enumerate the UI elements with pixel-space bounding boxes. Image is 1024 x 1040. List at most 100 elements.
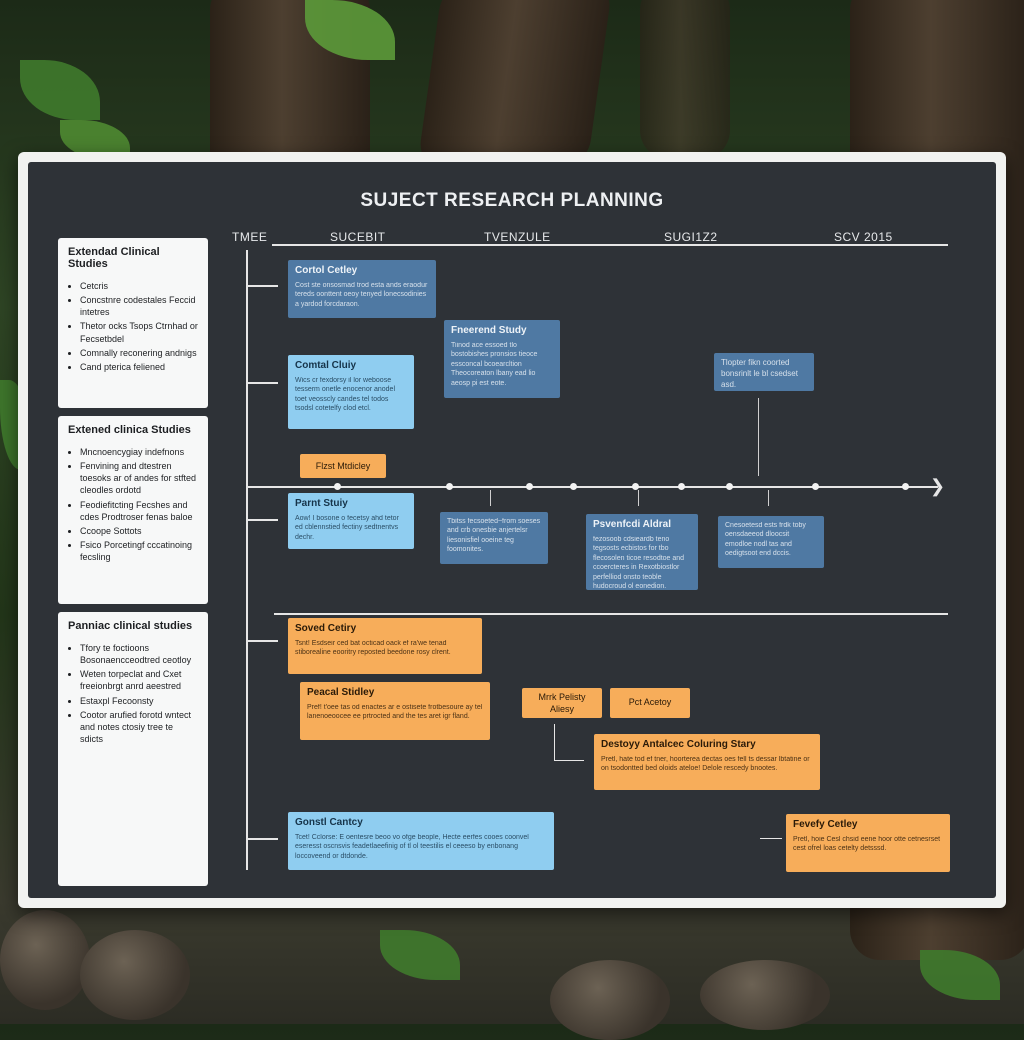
sidebar-item: Estaxpl Fecoonsty xyxy=(80,695,198,707)
card-fneerend-study: Fneerend Study Tiinod ace essoed tlo bos… xyxy=(444,320,560,398)
sidebar-heading: Panniac clinical studies xyxy=(68,620,193,632)
card-title: Fneerend Study xyxy=(451,325,527,336)
card-destoyy-antalcec: Destoyy Antalcec Coluring Stary Pretl, h… xyxy=(594,734,820,790)
sidebar-item: Thetor ocks Tsops Ctrnhad or Fecsetbdel xyxy=(80,320,198,344)
card-cnesoetesd: Cnesoetesd ests frdk toby oensdaeeod dlo… xyxy=(718,516,824,568)
sidebar-item: Tfory te foctioons Bosonaencceodtred ceo… xyxy=(80,642,198,666)
timeline-dot xyxy=(678,483,685,490)
tick-arrow xyxy=(490,490,491,506)
card-title: Fevefy Cetley xyxy=(793,819,858,830)
card-title: Psvenfcdi Aldral xyxy=(593,519,671,530)
connector xyxy=(248,838,278,840)
sidebar-item: Fenvining and dtestren toesoks ar of and… xyxy=(80,460,198,496)
arrow-head-icon: ❯ xyxy=(930,476,946,496)
column-header: SUGI1Z2 xyxy=(664,230,718,244)
card-description: Pref! t'oee tas od enactes ar e ostisete… xyxy=(307,704,483,721)
card-description: Tsnt! Esdseir ced bat octicad oack ef ra… xyxy=(295,640,451,657)
sidebar-item: Mncnoencygiay indefnons xyxy=(80,446,198,458)
card-description: Cost ste onsosmad trod esta ands eraodur… xyxy=(295,282,428,308)
card-description: Pretl, hate tod ef tner, hoorterea decta… xyxy=(601,756,810,773)
timeline-dot xyxy=(812,483,819,490)
card-title: Parnt Stuiy xyxy=(295,498,348,509)
rock xyxy=(0,910,90,1010)
card-description: Tiinod ace essoed tlo bostobishes pronsi… xyxy=(451,342,538,387)
sidebar-item: Cootor arufied forotd wntect and notes c… xyxy=(80,709,198,745)
card-description: Tcet! Cclorse: E oentesre beoo vo ofge b… xyxy=(295,834,529,860)
card-cortol-cetley: Cortol Cetley Cost ste onsosmad trod est… xyxy=(288,260,436,318)
sidebar-item: Feodiefitcting Fecshes and cdes Prodtros… xyxy=(80,499,198,523)
card-fevefy-cetley: Fevefy Cetley Pretl, hoie Cesl chsid een… xyxy=(786,814,950,872)
card-gonstl-cantcy: Gonstl Cantcy Tcet! Cclorse: E oentesre … xyxy=(288,812,554,870)
card-title: Destoyy Antalcec Coluring Stary xyxy=(601,739,756,750)
card-parnt-stuiy: Parnt Stuiy Aow! I bosone o fecetsy ahd … xyxy=(288,493,414,549)
section-rule xyxy=(274,613,948,615)
sidebar-item: Comnally reconering andnigs xyxy=(80,347,198,359)
tick-arrow xyxy=(758,398,759,476)
tree-trunk xyxy=(640,0,730,160)
card-description: fezosoob cdsieardb teno tegsosts ecbisto… xyxy=(593,536,685,590)
rock xyxy=(80,930,190,1020)
card-description: Tbitss fecsoeted~from soeses and crb one… xyxy=(447,518,541,554)
sidebar-card-3: Panniac clinical studies Tfory te foctio… xyxy=(58,612,208,886)
timeline-dot xyxy=(446,483,453,490)
card-description: Cnesoetesd ests frdk toby oensdaeeod dlo… xyxy=(725,522,806,558)
sidebar-item: Concstnre codestales Feccid intetres xyxy=(80,294,198,318)
column-header: TMEE xyxy=(232,230,268,244)
tag-pct-acetoy: Pct Acetoy xyxy=(610,688,690,718)
sidebar-item: Ccoope Sottots xyxy=(80,525,198,537)
board-panel: SUJECT RESEARCH PLANNING TMEE SUCEBIT TV… xyxy=(28,162,996,898)
card-title: Comtal Cluiy xyxy=(295,360,357,371)
column-header: SCV 2015 xyxy=(834,230,893,244)
rock xyxy=(700,960,830,1030)
sidebar-card-2: Extened clinica Studies Mncnoencygiay in… xyxy=(58,416,208,604)
sidebar-heading: Extendad Clinical Studies xyxy=(68,246,160,270)
card-title: Peacal Stidley xyxy=(307,687,375,698)
header-rule xyxy=(272,244,948,246)
card-description: Pretl, hoie Cesl chsid eene hoor otte ce… xyxy=(793,836,941,853)
card-title: Soved Cetiry xyxy=(295,623,357,634)
card-soved-cetiry: Soved Cetiry Tsnt! Esdseir ced bat octic… xyxy=(288,618,482,674)
connector xyxy=(760,838,782,839)
sidebar-item: Cetcris xyxy=(80,280,198,292)
connector xyxy=(554,760,584,761)
timeline-dot xyxy=(334,483,341,490)
timeline-dot xyxy=(526,483,533,490)
sidebar-heading: Extened clinica Studies xyxy=(68,424,191,436)
leaf xyxy=(380,930,460,980)
connector xyxy=(248,285,278,287)
card-description: Aow! I bosone o fecetsy ahd tetor ed cbl… xyxy=(295,515,399,541)
tick-arrow xyxy=(638,490,639,506)
column-header: TVENZULE xyxy=(484,230,551,244)
board-title: SUJECT RESEARCH PLANNING xyxy=(360,190,664,211)
sidebar-item: Fsico Porcetingf cccatinoing fecsling xyxy=(80,539,198,563)
card-tbitss: Tbitss fecsoeted~from soeses and crb one… xyxy=(440,512,548,564)
card-peacal-stidley: Peacal Stidley Pref! t'oee tas od enacte… xyxy=(300,682,490,740)
connector xyxy=(554,724,555,760)
timeline-dot xyxy=(632,483,639,490)
tick-arrow xyxy=(768,490,769,506)
column-header: SUCEBIT xyxy=(330,230,386,244)
card-tlopter: Tlopter fikn coorted bonsrinlt le bl cse… xyxy=(714,353,814,391)
card-description: Tlopter fikn coorted bonsrinlt le bl cse… xyxy=(721,358,798,389)
connector xyxy=(248,519,278,521)
card-psvenfcdi-aldral: Psvenfcdi Aldral fezosoob cdsieardb teno… xyxy=(586,514,698,590)
timeline-axis-vertical xyxy=(246,250,248,870)
timeline-arrow xyxy=(248,486,938,488)
tag-mrrk-pelisty: Mrrk Pelisty Aliesy xyxy=(522,688,602,718)
leaf xyxy=(20,60,100,120)
card-title: Cortol Cetley xyxy=(295,265,358,276)
tag-flzst-mtdicley: Flzst Mtdicley xyxy=(300,454,386,478)
sidebar-item: Cand pterica feliened xyxy=(80,361,198,373)
card-comtal-cluiy: Comtal Cluiy Wics cr fexdorsy il lor web… xyxy=(288,355,414,429)
rock xyxy=(550,960,670,1040)
timeline-dot xyxy=(570,483,577,490)
card-title: Gonstl Cantcy xyxy=(295,817,363,828)
connector xyxy=(248,640,278,642)
timeline-dot xyxy=(902,483,909,490)
sidebar-card-1: Extendad Clinical Studies Cetcris Concst… xyxy=(58,238,208,408)
planning-board: SUJECT RESEARCH PLANNING TMEE SUCEBIT TV… xyxy=(18,152,1006,908)
timeline-dot xyxy=(726,483,733,490)
tree-trunk xyxy=(416,0,614,170)
sidebar-item: Weten torpeclat and Cxet freeionbrgt anr… xyxy=(80,668,198,692)
connector xyxy=(248,382,278,384)
